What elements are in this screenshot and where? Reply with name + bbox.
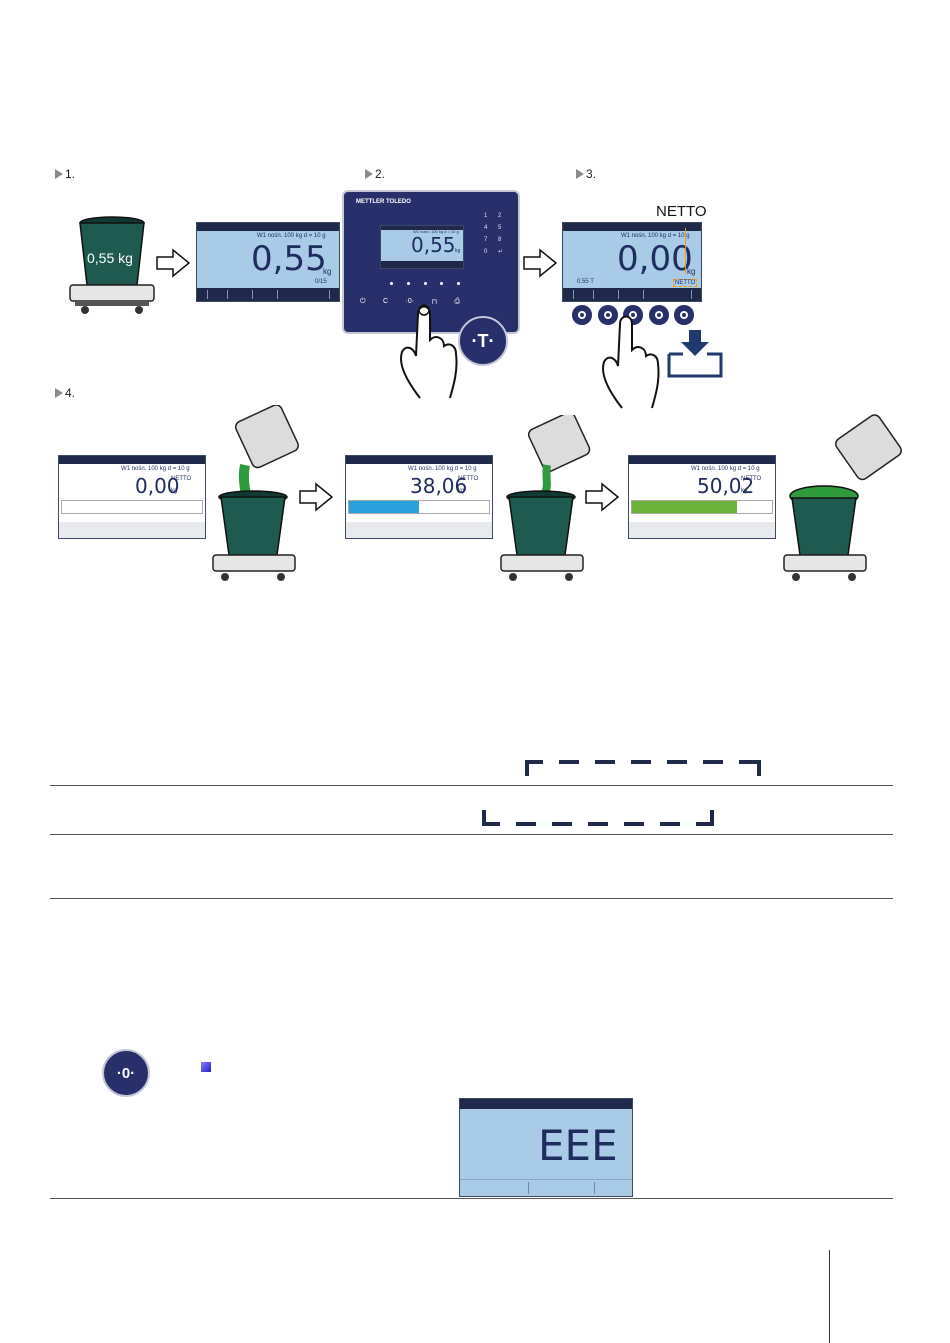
softkey-dots [390, 282, 460, 286]
weight-value: 38,06 [410, 474, 468, 498]
filling-display-3: W1 nośn. 100 kg d = 10 g 50,02 NETTO kg [628, 455, 776, 539]
margin-rule [829, 1250, 830, 1343]
scale-display-step3: W1 nośn. 100 kg d = 10 g 0,00 kg 0.55 T … [562, 222, 702, 302]
tare-down-arrow-icon [667, 330, 723, 378]
arrow-right-icon [299, 482, 334, 512]
arrow-right-icon [523, 248, 558, 278]
scale-info-text: W1 nośn. 100 kg d = 10 g [621, 233, 690, 239]
progress-bar [631, 500, 773, 514]
step-label-4: 4. [55, 386, 75, 400]
overload-display: EEE [459, 1098, 633, 1197]
weight-value: 0,00 [617, 239, 693, 279]
filled-bucket-illustration [783, 414, 902, 581]
hand-pointing-icon [400, 304, 458, 399]
display-header [197, 223, 339, 231]
table-rule [50, 785, 893, 786]
weight-unit: kg [323, 267, 332, 276]
triangle-icon [576, 169, 584, 179]
corner-readout: 0/15 [315, 279, 327, 285]
zero-key-icon[interactable]: ·0· [102, 1049, 150, 1097]
filling-display-2: W1 nośn. 100 kg d = 10 g 38,06 NETTO kg [345, 455, 493, 539]
progress-fill [632, 501, 737, 513]
function-keys[interactable]: ⏻ C ·0· ⊓ ⎙ [360, 298, 460, 306]
arrow-right-icon [585, 482, 620, 512]
softkey-buttons[interactable] [572, 305, 694, 325]
bucket-weight-label: 0,55 kg [87, 250, 133, 266]
netto-badge: NETTO [673, 279, 698, 287]
bullet-square-icon [201, 1062, 211, 1072]
error-readout: EEE [538, 1121, 618, 1170]
progress-bar [348, 500, 490, 514]
triangle-icon [365, 169, 373, 179]
softkey-bar[interactable] [59, 522, 205, 538]
scale-terminal: METTLER TOLEDO W1 nośn. 100 kg d = 10 g … [342, 190, 520, 334]
softkey-bar[interactable] [460, 1179, 632, 1196]
pouring-bucket-illustration-1 [212, 405, 299, 581]
zero-key: ·0· [405, 298, 415, 305]
weight-value: 0,55 [251, 239, 327, 279]
triangle-icon [55, 388, 63, 398]
arrow-right-icon [156, 248, 191, 278]
brand-logo: METTLER TOLEDO [356, 199, 411, 205]
scale-display-step1: W1 nośn. 100 kg d = 10 g 0,55 kg 0/15 [196, 222, 340, 302]
bucket-on-scale-illustration [69, 216, 155, 314]
table-rule [50, 1198, 893, 1199]
terminal-screen: W1 nośn. 100 kg d = 10 g 0,55 kg [380, 225, 464, 269]
tare-key: ⊓ [431, 299, 437, 306]
softkey-bar[interactable] [629, 522, 775, 538]
tare-readout: 0.55 T [577, 279, 594, 285]
callout-line [685, 228, 686, 274]
progress-fill [349, 501, 419, 513]
softkey-bar[interactable] [346, 522, 492, 538]
filling-display-1: W1 nośn. 100 kg d = 10 g 0,00 NETTO kg [58, 455, 206, 539]
step-label-2: 2. [365, 167, 385, 181]
hand-pointing-icon [602, 315, 660, 409]
softkey-bar[interactable] [197, 288, 339, 301]
clear-key: C [382, 298, 389, 305]
softkey-bar[interactable] [563, 288, 701, 301]
dashed-display-indicator [482, 759, 761, 827]
progress-bar [61, 500, 203, 514]
weight-value: 0,55 [411, 233, 456, 257]
print-key: ⎙ [454, 298, 460, 305]
weight-value: 0,00 [135, 474, 180, 498]
netto-callout: NETTO [656, 203, 707, 220]
step-label-3: 3. [576, 167, 596, 181]
weight-unit: kg [687, 267, 696, 276]
tare-key-icon[interactable]: ·T· [458, 316, 508, 366]
triangle-icon [55, 169, 63, 179]
table-rule [50, 834, 893, 835]
weight-value: 50,02 [697, 474, 755, 498]
table-rule [50, 898, 893, 899]
power-icon: ⏻ [360, 298, 366, 305]
step-label-1: 1. [55, 167, 75, 181]
scale-info-text: W1 nośn. 100 kg d = 10 g [257, 233, 326, 239]
pouring-bucket-illustration-2 [500, 415, 591, 581]
